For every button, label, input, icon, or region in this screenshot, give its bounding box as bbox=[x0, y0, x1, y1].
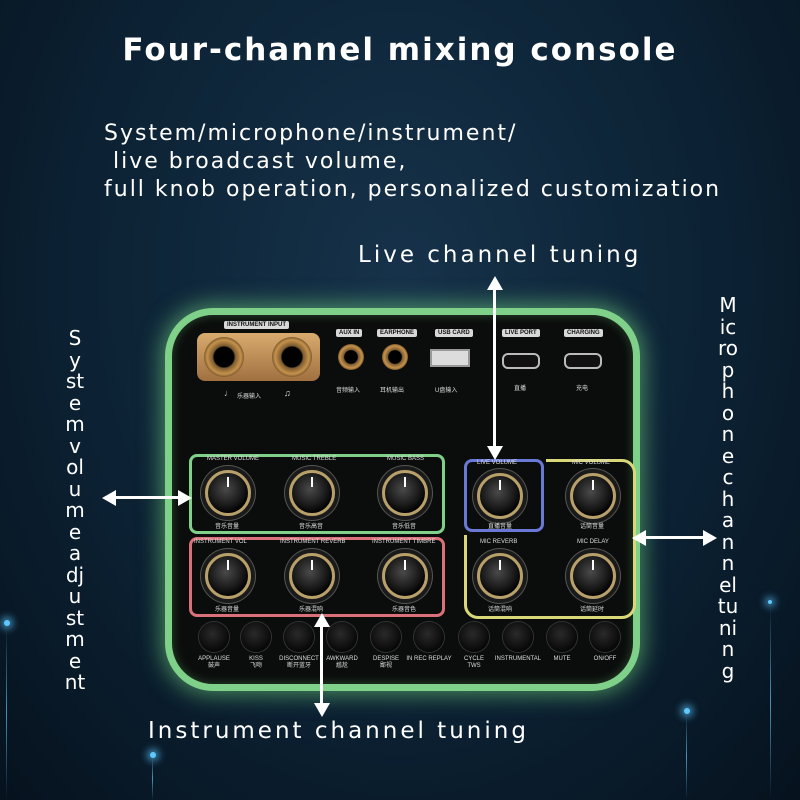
charging-port-typec[interactable] bbox=[564, 353, 602, 369]
button-label: APPLAUSE 鼓声 bbox=[198, 656, 230, 669]
mic-delay-knob[interactable] bbox=[570, 553, 616, 599]
knob-label-cn: 话筒混响 bbox=[488, 607, 513, 613]
button-label: DISCONNECT 断开蓝牙 bbox=[279, 656, 319, 669]
knob-label: INSTRUMENT VOL bbox=[194, 539, 247, 545]
knob-label-cn: 话筒音量 bbox=[580, 524, 605, 530]
knob-label-cn: 话筒延时 bbox=[580, 607, 605, 613]
mic-reverb-knob[interactable] bbox=[477, 553, 523, 599]
rec-replay-button[interactable] bbox=[414, 622, 444, 652]
knob-label-cn: 音乐低音 bbox=[392, 524, 417, 530]
live-volume-knob[interactable] bbox=[477, 473, 523, 519]
arrow-head-left-icon bbox=[632, 530, 646, 546]
glow-dot bbox=[768, 600, 772, 604]
instrumental-button[interactable] bbox=[503, 622, 533, 652]
charging-cn: 充电 bbox=[576, 386, 589, 392]
instrument-reverb-knob[interactable] bbox=[289, 553, 335, 599]
instrument-input-cn: 乐器输入 bbox=[237, 394, 262, 400]
instrument-volume-knob[interactable] bbox=[205, 553, 251, 599]
master-volume-knob[interactable] bbox=[205, 470, 251, 516]
applause-button[interactable] bbox=[199, 622, 229, 652]
arrow-head-down-icon bbox=[314, 703, 330, 717]
glow-line bbox=[770, 604, 771, 800]
live-port-label: LIVE PORT bbox=[502, 329, 540, 337]
knob-label-cn: 音乐音量 bbox=[215, 524, 240, 530]
glow-line bbox=[686, 713, 687, 800]
guitar-icon: ♫ bbox=[284, 388, 291, 398]
arrow-head-down-icon bbox=[487, 446, 503, 460]
knob-label-cn: 音乐高音 bbox=[299, 524, 324, 530]
knob-label: MUSIC BASS bbox=[387, 456, 425, 462]
earphone-label: EARPHONE bbox=[377, 329, 418, 337]
instrument-input-label: INSTRUMENT INPUT bbox=[224, 321, 289, 329]
live-channel-outline bbox=[464, 459, 544, 532]
aux-in-port[interactable] bbox=[338, 344, 364, 370]
mute-button[interactable] bbox=[547, 622, 577, 652]
instrument-channel-callout: Instrument channel tuning bbox=[148, 718, 529, 744]
usb-port[interactable] bbox=[430, 349, 470, 367]
button-label: KISS 飞吻 bbox=[249, 656, 263, 669]
music-treble-knob[interactable] bbox=[289, 470, 335, 516]
live-channel-callout: Live channel tuning bbox=[358, 242, 642, 268]
knob-label: MUSIC TREBLE bbox=[292, 456, 337, 462]
usb-card-label: USB CARD bbox=[435, 329, 473, 337]
arrow-head-left-icon bbox=[102, 490, 116, 506]
kiss-button[interactable] bbox=[241, 622, 271, 652]
knob-label-cn: 乐器混响 bbox=[299, 607, 324, 613]
charging-label: CHARGING bbox=[564, 329, 603, 337]
arrow-head-right-icon bbox=[703, 530, 717, 546]
knob-label: INSTRUMENT TIMBRE bbox=[372, 539, 436, 545]
knob-label: INSTRUMENT REVERB bbox=[280, 539, 346, 545]
button-label: ON/OFF bbox=[593, 656, 617, 662]
glow-dot bbox=[4, 620, 10, 626]
live-arrow-line bbox=[493, 288, 496, 448]
knob-label-cn: 乐器音色 bbox=[392, 607, 417, 613]
button-label: DESPISE 鄙视 bbox=[372, 656, 399, 669]
usb-card-cn: U盘输入 bbox=[435, 388, 458, 394]
live-port-cn: 直播 bbox=[514, 386, 527, 392]
despise-button[interactable] bbox=[371, 622, 401, 652]
guitar-icon: ♩ bbox=[224, 388, 233, 398]
knob-label-cn: 直播音量 bbox=[488, 524, 513, 530]
arrow-head-up-icon bbox=[487, 276, 503, 290]
mic-arrow-line bbox=[645, 536, 705, 539]
glow-dot bbox=[150, 752, 156, 758]
awkward-button[interactable] bbox=[327, 622, 357, 652]
knob-label: MIC VOLUME bbox=[572, 460, 611, 466]
page-title: Four-channel mixing console bbox=[122, 32, 678, 68]
music-bass-knob[interactable] bbox=[382, 470, 428, 516]
button-label: CYCLE TWS bbox=[463, 656, 484, 669]
mic-volume-knob[interactable] bbox=[570, 473, 616, 519]
knob-label: LIVE VOLUME bbox=[477, 460, 518, 466]
glow-dot bbox=[684, 708, 690, 714]
instrument-jack[interactable] bbox=[272, 337, 312, 377]
earphone-cn: 耳机输出 bbox=[380, 388, 405, 394]
aux-in-label: AUX IN bbox=[336, 329, 363, 337]
system-callout: System volume adjustment bbox=[64, 326, 86, 694]
disconnect-button[interactable] bbox=[284, 622, 314, 652]
glow-line bbox=[6, 625, 7, 800]
subtitle: System/microphone/instrument/ live broad… bbox=[104, 121, 722, 202]
earphone-port[interactable] bbox=[382, 344, 408, 370]
knob-label: MIC DELAY bbox=[577, 539, 609, 545]
button-label: INSTRUMENTAL bbox=[494, 656, 542, 662]
instrument-jack[interactable] bbox=[204, 337, 244, 377]
arrow-head-up-icon bbox=[314, 613, 330, 627]
live-port-typec[interactable] bbox=[502, 353, 540, 369]
cycle-tws-button[interactable] bbox=[459, 622, 489, 652]
button-label: AWKWARD 尴尬 bbox=[326, 656, 358, 669]
knob-label: MASTER VOLUME bbox=[207, 456, 260, 462]
aux-in-cn: 音频输入 bbox=[336, 388, 361, 394]
mixing-console: INSTRUMENT INPUT AUX IN EARPHONE USB CAR… bbox=[165, 308, 640, 691]
arrow-head-right-icon bbox=[178, 490, 192, 506]
power-button[interactable] bbox=[590, 622, 620, 652]
knob-label-cn: 乐器音量 bbox=[215, 607, 240, 613]
glow-line bbox=[152, 757, 153, 800]
knob-label: MIC REVERB bbox=[480, 539, 518, 545]
instrument-arrow-line bbox=[320, 625, 323, 705]
button-label: MUTE bbox=[553, 656, 571, 662]
button-label: IN REC REPLAY bbox=[406, 656, 452, 662]
instrument-timbre-knob[interactable] bbox=[382, 553, 428, 599]
system-arrow-line bbox=[115, 496, 180, 499]
mic-callout: Microphone channel tuning bbox=[717, 293, 739, 683]
